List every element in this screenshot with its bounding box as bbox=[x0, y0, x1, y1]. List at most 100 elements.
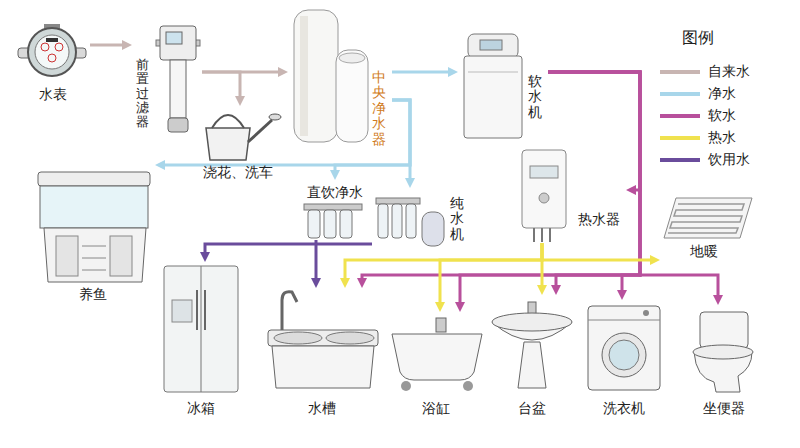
water-meter-icon-part bbox=[55, 43, 63, 51]
aquarium-icon bbox=[38, 172, 150, 282]
legend-swatch bbox=[660, 134, 700, 142]
washing-machine-icon-part bbox=[602, 333, 646, 377]
equipment-node: 水表 bbox=[15, 20, 90, 106]
water-softener-icon-part bbox=[468, 34, 518, 58]
pre-filter-icon-part bbox=[168, 118, 188, 132]
ro-machine-icon-part bbox=[422, 212, 444, 246]
pre-filter-icon-part bbox=[170, 60, 186, 118]
legend-swatch-line bbox=[660, 70, 700, 74]
equipment-label: 直饮净水 bbox=[307, 184, 363, 201]
water-softener-icon-part bbox=[468, 72, 518, 73]
water-heater-icon-part bbox=[533, 228, 535, 242]
fridge-icon-part bbox=[196, 290, 198, 330]
water-meter-icon-part bbox=[41, 43, 49, 51]
water-heater-icon bbox=[522, 150, 566, 242]
water-softener-icon bbox=[464, 34, 522, 138]
equipment-node: 热水器 bbox=[516, 145, 626, 243]
toilet-icon-part bbox=[700, 312, 748, 348]
pipe-connector bbox=[542, 243, 655, 260]
pre-filter-icon bbox=[156, 26, 200, 132]
water-meter-icon-part bbox=[35, 35, 69, 69]
legend-swatch bbox=[660, 68, 700, 76]
pipe-connector bbox=[460, 72, 640, 307]
equipment-label: 地暖 bbox=[690, 243, 718, 260]
fridge-icon-part bbox=[172, 300, 192, 322]
direct-drink-filter-icon bbox=[304, 204, 362, 238]
bathtub-icon-part bbox=[401, 381, 411, 391]
direct-drink-filter-icon-part bbox=[340, 210, 352, 238]
equipment-label: 水槽 bbox=[308, 400, 336, 417]
ro-machine-icon bbox=[376, 198, 444, 246]
fridge-icon bbox=[164, 266, 238, 392]
wash-basin-icon bbox=[492, 302, 572, 388]
central-purifier-icon-part bbox=[339, 53, 365, 63]
wash-basin-icon-part bbox=[492, 313, 572, 331]
watering-can-icon-part bbox=[248, 120, 272, 142]
pipe-connector bbox=[205, 244, 372, 257]
pipe-connector bbox=[202, 72, 240, 101]
water-heater-icon-part bbox=[549, 228, 551, 242]
water-heater-icon-part bbox=[522, 150, 566, 228]
ro-machine-icon-part bbox=[378, 204, 388, 238]
aquarium-icon-part bbox=[38, 172, 150, 186]
equipment-label: 热水器 bbox=[578, 211, 620, 228]
aquarium-icon-part bbox=[44, 228, 146, 282]
equipment-label: 洗衣机 bbox=[603, 400, 645, 417]
equipment-label: 纯水机 bbox=[450, 196, 464, 242]
floor-heating-icon-part bbox=[668, 204, 744, 233]
legend-swatch bbox=[660, 112, 700, 120]
equipment-label: 冰箱 bbox=[187, 400, 215, 417]
direct-drink-filter-icon-part bbox=[304, 204, 362, 210]
pipe-connector bbox=[548, 72, 640, 190]
central-purifier-icon bbox=[294, 10, 368, 142]
water-meter-icon bbox=[18, 24, 86, 76]
wash-basin-icon-part bbox=[528, 302, 536, 314]
direct-drink-filter-icon-part bbox=[308, 210, 320, 238]
pre-filter-icon-part bbox=[160, 26, 196, 60]
toilet-icon bbox=[693, 312, 753, 392]
sink-icon bbox=[268, 292, 378, 388]
floor-heating-icon-part bbox=[664, 198, 752, 238]
pipe-connector bbox=[90, 44, 127, 47]
watering-can-icon-part bbox=[206, 128, 250, 160]
pipe-connector bbox=[202, 71, 283, 74]
pipe-connector bbox=[440, 243, 542, 307]
aquarium-icon-part bbox=[82, 258, 106, 259]
equipment-label: 中央净水器 bbox=[372, 70, 386, 147]
legend-swatch bbox=[660, 156, 700, 164]
equipment-node: 冰箱 bbox=[158, 262, 243, 425]
legend-swatch-line bbox=[660, 92, 700, 96]
pre-filter-icon-part bbox=[166, 32, 182, 44]
sink-icon-part bbox=[326, 332, 374, 344]
water-heater-icon-part bbox=[539, 193, 549, 203]
legend-text: 饮用水 bbox=[708, 151, 750, 168]
equipment-node: 洗衣机 bbox=[580, 300, 668, 425]
legend-text: 自来水 bbox=[708, 63, 750, 80]
legend-swatch-line bbox=[660, 136, 700, 140]
water-meter-icon-part bbox=[28, 28, 76, 76]
ro-machine-icon-part bbox=[376, 198, 420, 204]
aquarium-icon-part bbox=[82, 270, 106, 271]
water-heater-icon-part bbox=[530, 166, 558, 178]
pipe-connector bbox=[548, 72, 640, 290]
equipment-node: 坐便器 bbox=[684, 305, 764, 425]
toilet-icon-part bbox=[693, 345, 753, 359]
watering-can-icon-part bbox=[269, 114, 281, 120]
fridge-icon-part bbox=[204, 290, 206, 330]
water-softener-icon-part bbox=[480, 40, 502, 50]
sink-icon-part bbox=[282, 292, 297, 332]
equipment-node: 直饮净水 bbox=[300, 180, 370, 240]
water-meter-icon-part bbox=[48, 54, 56, 62]
pipe-connector bbox=[315, 240, 318, 283]
legend-text: 热水 bbox=[708, 129, 736, 146]
wash-basin-icon-part bbox=[518, 342, 546, 388]
equipment-label: 浴缸 bbox=[422, 400, 450, 417]
fridge-icon-part bbox=[201, 266, 202, 392]
central-purifier-icon-part bbox=[294, 10, 338, 142]
legend-swatch-line bbox=[660, 114, 700, 118]
equipment-node: 浴缸 bbox=[386, 312, 486, 425]
washing-machine-icon-part bbox=[588, 306, 660, 390]
equipment-label: 台盆 bbox=[518, 400, 546, 417]
